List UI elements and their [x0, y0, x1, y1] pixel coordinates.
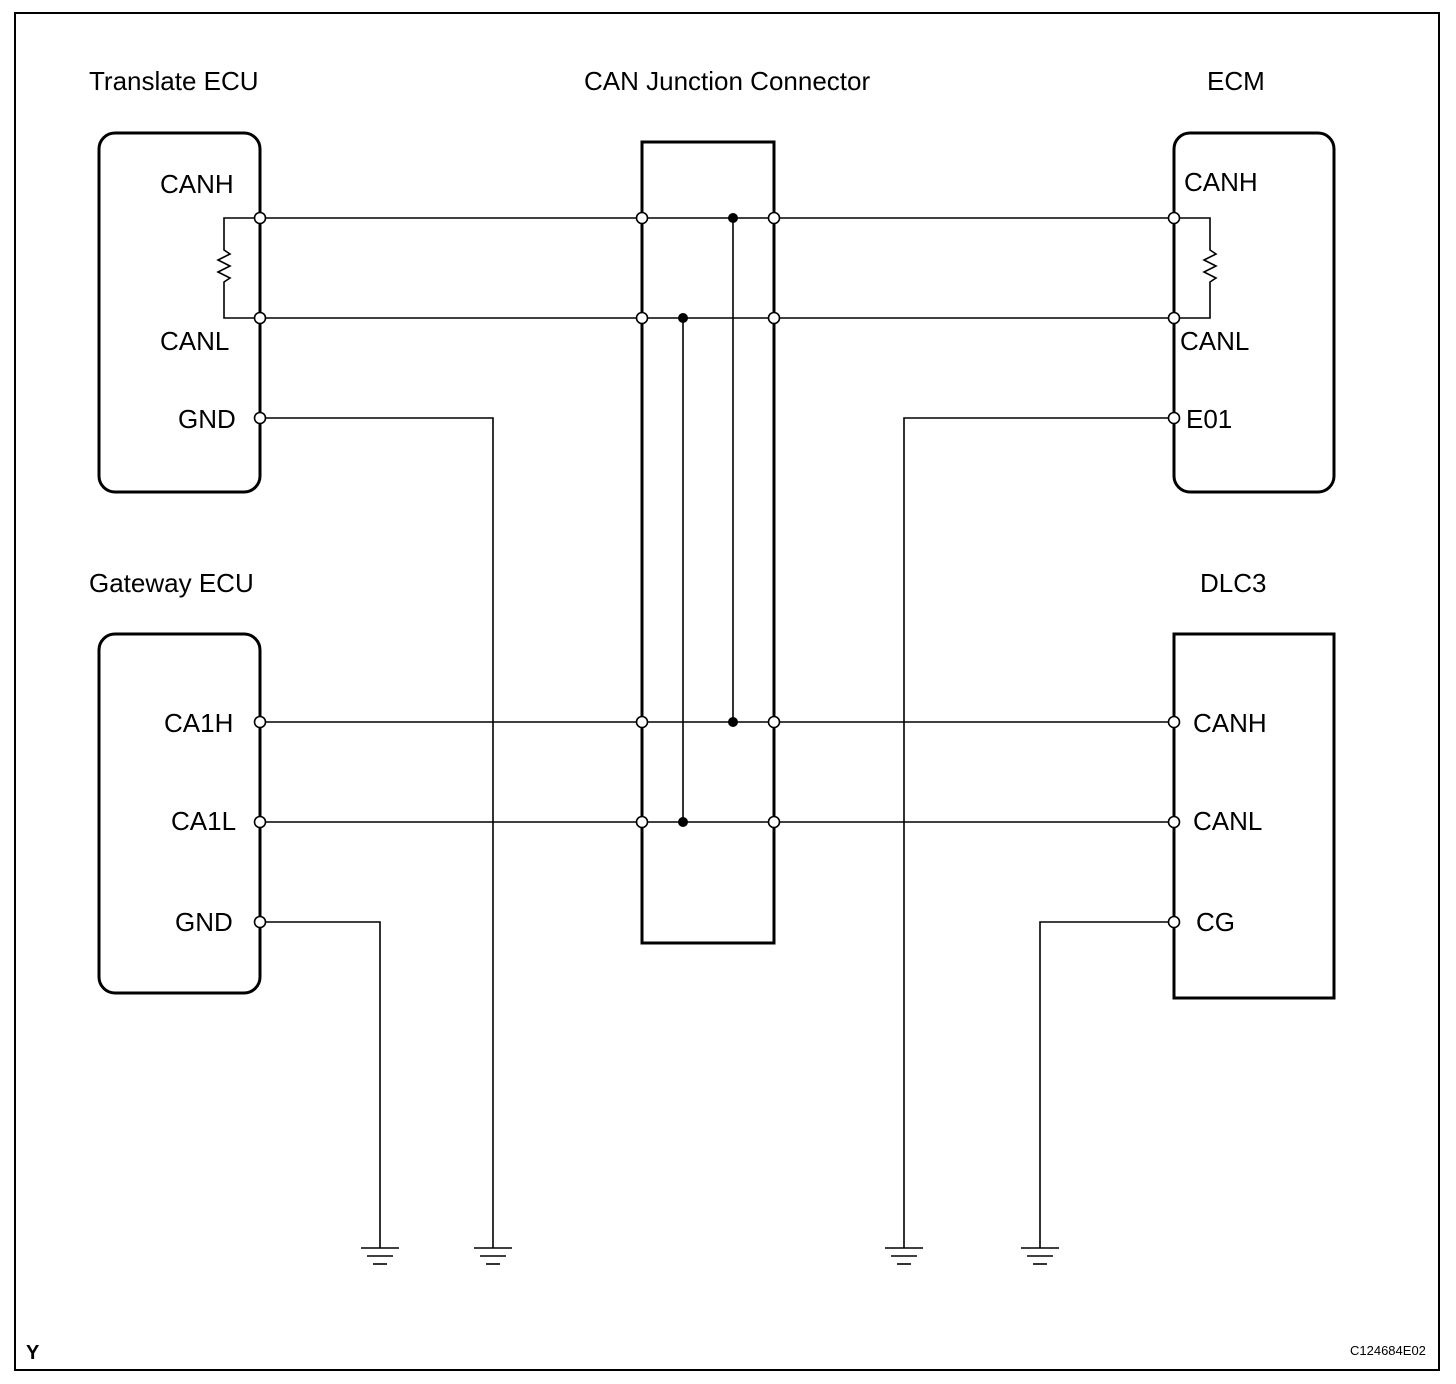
ground-symbol: [885, 1247, 923, 1265]
figure-id: C124684E02: [1350, 1343, 1426, 1358]
translate-ecu-title: Translate ECU: [89, 66, 259, 96]
terminal: [635, 815, 649, 829]
junction-connector-box: [640, 140, 776, 945]
terminal: [1167, 411, 1181, 425]
ground-symbol: [474, 1247, 512, 1265]
splice-dot: [728, 213, 738, 223]
splice-dot: [678, 313, 688, 323]
translate-ecu-resistor: [216, 217, 260, 319]
wire-translate-gnd: [260, 417, 494, 1248]
dlc3-canl-label: CANL: [1193, 806, 1262, 836]
terminal: [635, 311, 649, 325]
gateway-gnd-label: GND: [175, 907, 233, 937]
terminal: [767, 715, 781, 729]
terminal: [253, 211, 267, 225]
translate-canl-label: CANL: [160, 326, 229, 356]
terminal: [253, 815, 267, 829]
wire-dlc3-cg: [1039, 921, 1174, 1248]
gateway-ecu-title: Gateway ECU: [89, 568, 254, 598]
terminal: [1167, 311, 1181, 325]
splice-dot: [728, 717, 738, 727]
diagram-frame: [14, 12, 1440, 1371]
terminal: [767, 815, 781, 829]
ecm-e01-label: E01: [1186, 404, 1232, 434]
dlc3-title: DLC3: [1200, 568, 1266, 598]
ecm-canl-label: CANL: [1180, 326, 1249, 356]
gateway-ca1l-label: CA1L: [171, 806, 236, 836]
terminal: [767, 211, 781, 225]
ground-symbol: [1021, 1247, 1059, 1265]
corner-letter: Y: [26, 1342, 40, 1364]
terminal: [767, 311, 781, 325]
gateway-ca1h-label: CA1H: [164, 708, 233, 738]
dlc3-canh-label: CANH: [1193, 708, 1267, 738]
junction-title: CAN Junction Connector: [584, 66, 870, 96]
gateway-ecu-box: [97, 632, 262, 995]
terminal: [1167, 211, 1181, 225]
ecm-canh-label: CANH: [1184, 167, 1258, 197]
terminal: [635, 211, 649, 225]
terminal: [253, 411, 267, 425]
terminal: [253, 715, 267, 729]
ecm-title: ECM: [1207, 66, 1265, 96]
wire-ecm-e01: [903, 417, 1174, 1248]
dlc3-cg-label: CG: [1196, 907, 1235, 937]
ground-symbol: [361, 1247, 399, 1265]
ecm-resistor: [1174, 217, 1218, 319]
terminal: [635, 715, 649, 729]
terminal: [1167, 915, 1181, 929]
translate-gnd-label: GND: [178, 404, 236, 434]
wire-gateway-gnd: [260, 921, 381, 1248]
terminal: [253, 915, 267, 929]
translate-canh-label: CANH: [160, 169, 234, 199]
terminal: [1167, 815, 1181, 829]
terminal: [1167, 715, 1181, 729]
splice-dot: [678, 817, 688, 827]
terminal: [253, 311, 267, 325]
